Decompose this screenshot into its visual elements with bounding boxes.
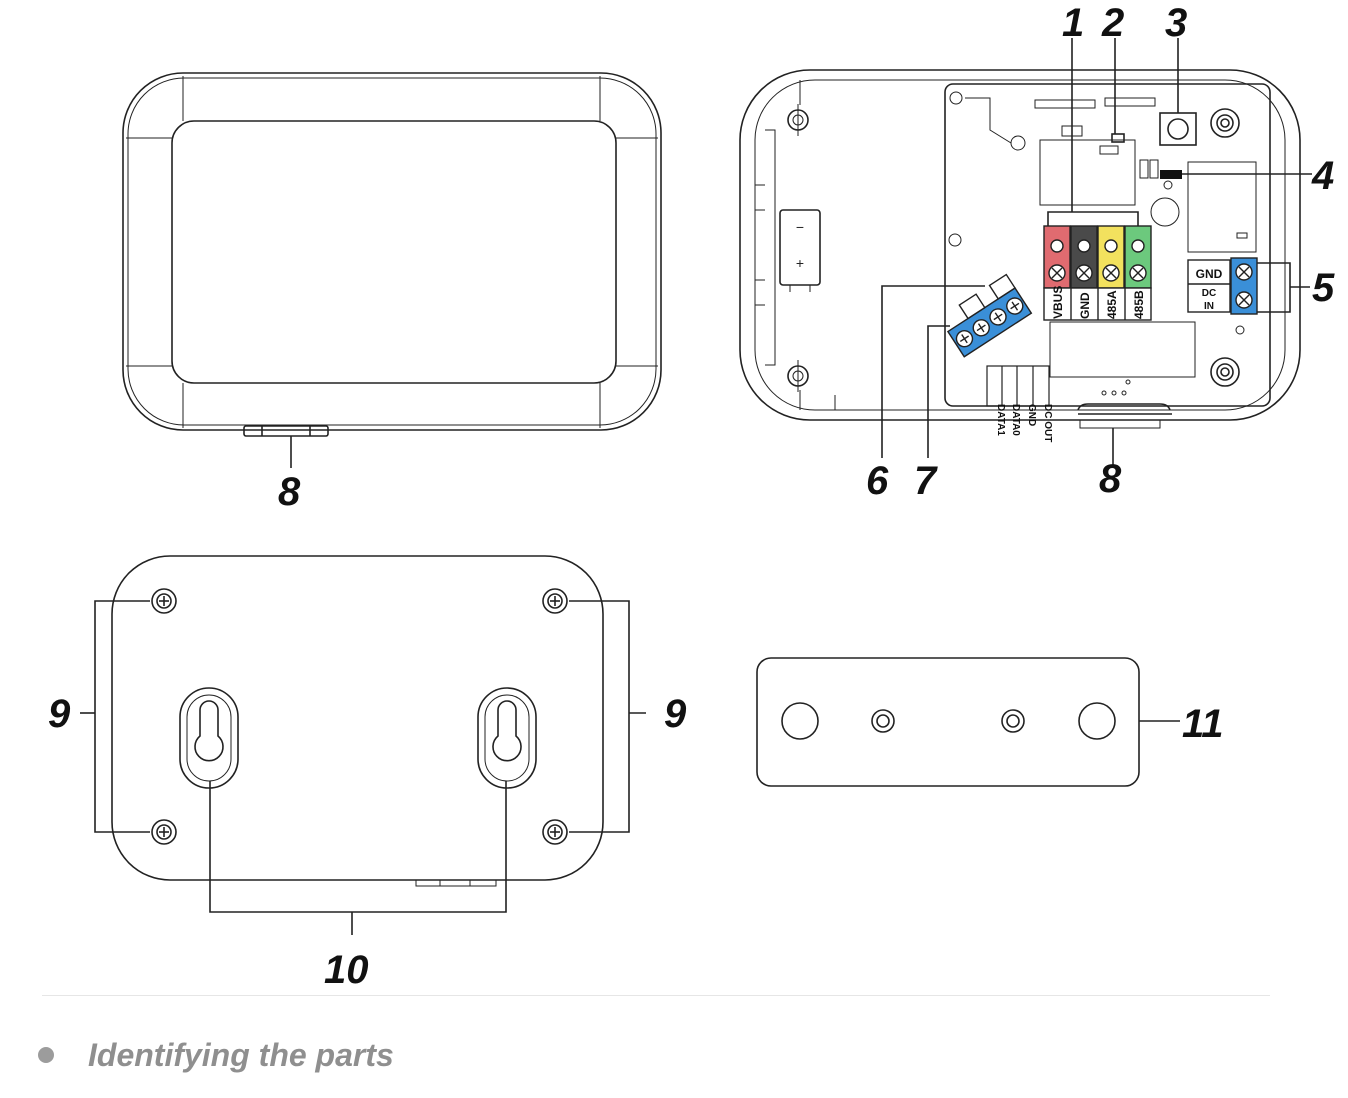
battery-minus-label: − bbox=[796, 219, 804, 235]
screw-post-bottom-left bbox=[787, 360, 809, 392]
front-view bbox=[122, 72, 662, 468]
caption-text: Identifying the parts bbox=[88, 1036, 394, 1073]
callout-8-open: 8 bbox=[1099, 457, 1122, 501]
callout-7: 7 bbox=[914, 459, 938, 503]
back-screw-top-right bbox=[542, 588, 568, 614]
label-dc-out: DC OUT bbox=[1042, 404, 1053, 442]
label-gnd-485: GND bbox=[1078, 292, 1092, 319]
callout-8-front: 8 bbox=[278, 470, 301, 514]
callout-2: 2 bbox=[1101, 1, 1124, 45]
callout-9-left: 9 bbox=[48, 692, 71, 736]
callout-10: 10 bbox=[324, 948, 369, 992]
bullet-icon bbox=[38, 1047, 54, 1063]
battery-holder: − + bbox=[779, 209, 821, 292]
mounting-plate bbox=[756, 657, 1180, 787]
wiegand-label-box bbox=[986, 365, 1050, 407]
pcb-components bbox=[948, 91, 1257, 396]
label-power-in: IN bbox=[1204, 301, 1214, 312]
dip-switch bbox=[1111, 133, 1125, 143]
label-wiegand-gnd: GND bbox=[1026, 404, 1037, 426]
callout-9-right: 9 bbox=[664, 692, 687, 736]
separator-line bbox=[42, 995, 1270, 996]
callout-6: 6 bbox=[866, 459, 889, 503]
label-485b: 485B bbox=[1132, 290, 1146, 319]
rs485-terminal-block bbox=[1043, 225, 1152, 321]
power-terminal bbox=[1187, 257, 1258, 315]
callout-3: 3 bbox=[1165, 1, 1187, 45]
screw-post-top-left bbox=[787, 104, 809, 136]
label-data1: DATA1 bbox=[995, 404, 1006, 436]
screw-post-top-right bbox=[1210, 108, 1240, 138]
keyhole-slot-right bbox=[477, 687, 537, 789]
callout-4: 4 bbox=[1311, 154, 1334, 198]
callout-11: 11 bbox=[1182, 702, 1224, 746]
label-data0: DATA0 bbox=[1010, 404, 1021, 436]
keyhole-slot-left bbox=[179, 687, 239, 789]
reset-button bbox=[1159, 112, 1197, 146]
pcb-board bbox=[944, 83, 1271, 407]
reset-button-front bbox=[243, 425, 329, 437]
back-view bbox=[80, 555, 646, 935]
jumper bbox=[1160, 170, 1182, 179]
open-view: − + bbox=[739, 69, 1301, 466]
back-screw-top-left bbox=[151, 588, 177, 614]
label-485a: 485A bbox=[1105, 290, 1119, 319]
label-power-gnd: GND bbox=[1196, 267, 1223, 281]
caption: Identifying the parts bbox=[38, 1030, 394, 1080]
wiegand-terminal bbox=[946, 273, 1033, 358]
callout-5: 5 bbox=[1312, 266, 1335, 310]
label-vbus: VBUS bbox=[1051, 286, 1065, 319]
back-screw-bottom-right bbox=[542, 819, 568, 845]
battery-plus-label: + bbox=[796, 255, 804, 271]
screw-post-bottom-right bbox=[1210, 357, 1240, 387]
callout-1: 1 bbox=[1062, 1, 1084, 45]
label-power-dc: DC bbox=[1202, 288, 1216, 299]
back-screw-bottom-left bbox=[151, 819, 177, 845]
reset-button-bottom bbox=[1077, 403, 1172, 429]
